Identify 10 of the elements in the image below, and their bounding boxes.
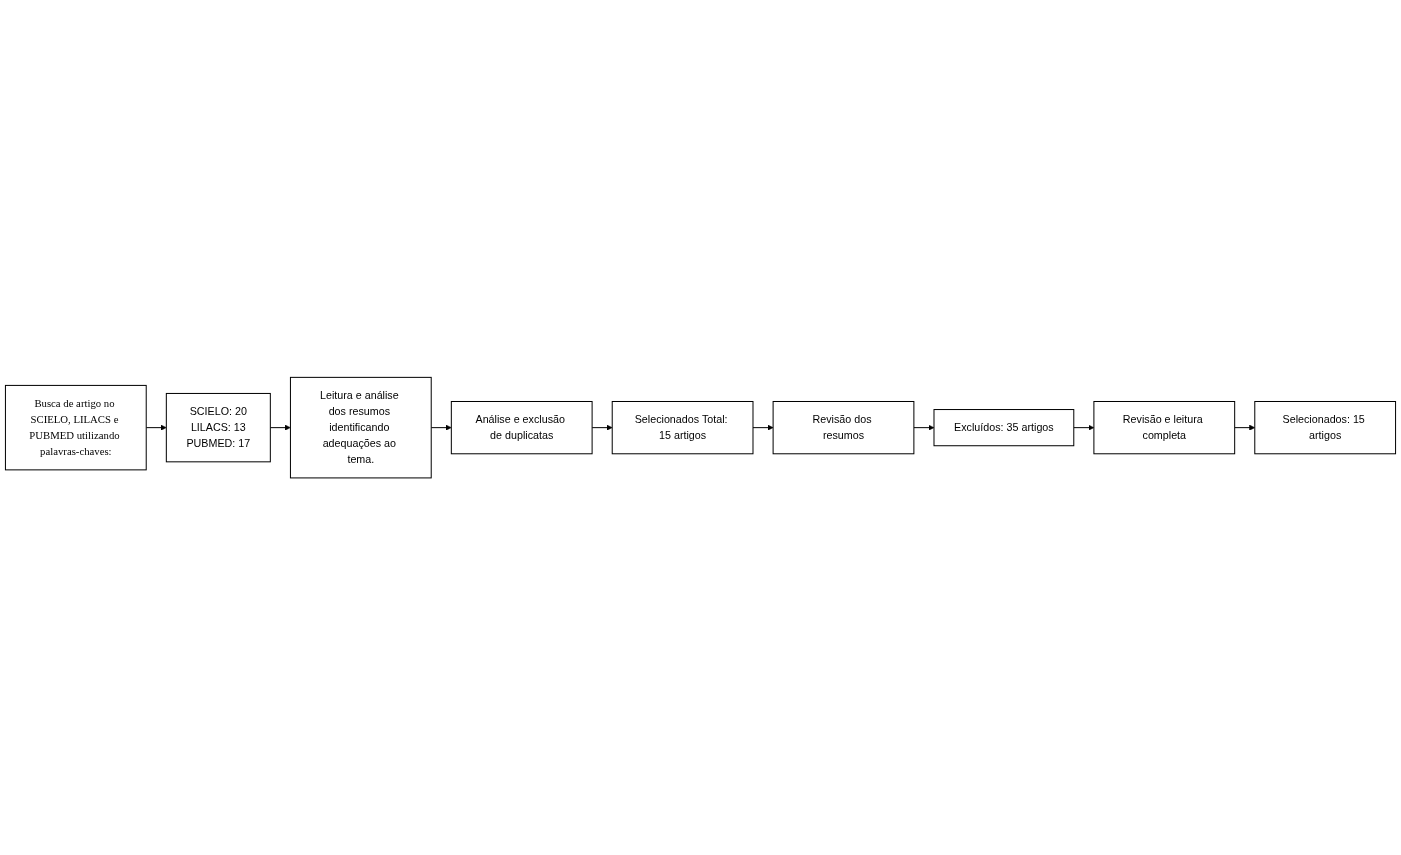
node-box: Excluídos: 35 artigos [933,408,1075,447]
node-box: Revisão e leitura completa [1093,400,1236,455]
node-box: Análise e exclusão de duplicatas [450,400,593,455]
node-box: Selecionados Total: 15 artigos [611,400,754,455]
node-box: Busca de artigo no SCIELO, LILACS e PUBMED utilizando palavras-chaves: [4,384,147,471]
node-box: Selecionados: 15 artigos [1254,400,1397,455]
node-box: SCIELO: 20 LILACS: 13 PUBMED: 17 [165,392,271,463]
node-box: Leitura e análise dos resumos identificando adequações ao tema. [289,376,432,479]
arrow [752,424,774,431]
node-box: Revisão dos resumos [772,400,915,455]
